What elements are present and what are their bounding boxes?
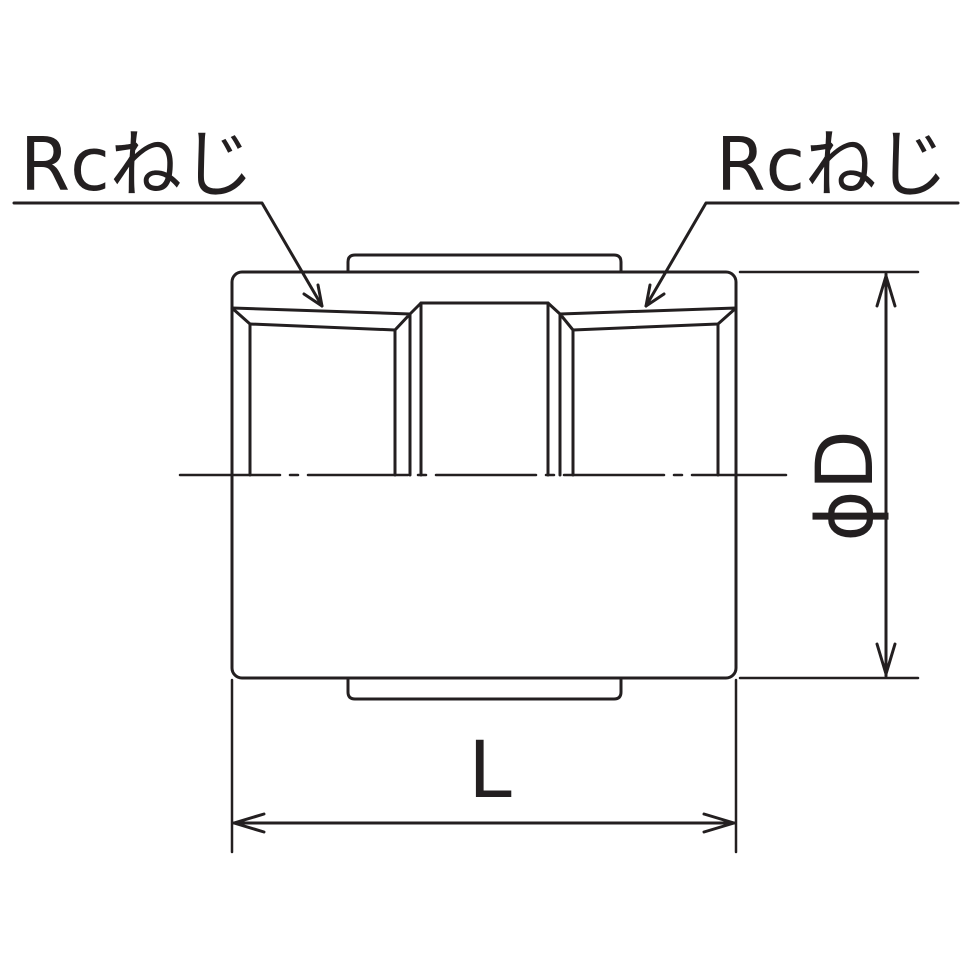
length-label: L bbox=[468, 726, 512, 816]
bottom-hex-flat bbox=[346, 678, 623, 701]
diameter-label: ϕD bbox=[801, 430, 891, 542]
length-dimension bbox=[230, 678, 738, 854]
internal-thread-section bbox=[230, 301, 738, 477]
left-thread-label: Rcねじ bbox=[20, 122, 254, 208]
right-thread-leader bbox=[644, 201, 960, 308]
top-hex-flat bbox=[346, 253, 623, 274]
diameter-dimension bbox=[738, 270, 920, 680]
right-thread-label: Rcねじ bbox=[716, 122, 948, 208]
left-thread-leader bbox=[12, 201, 324, 308]
